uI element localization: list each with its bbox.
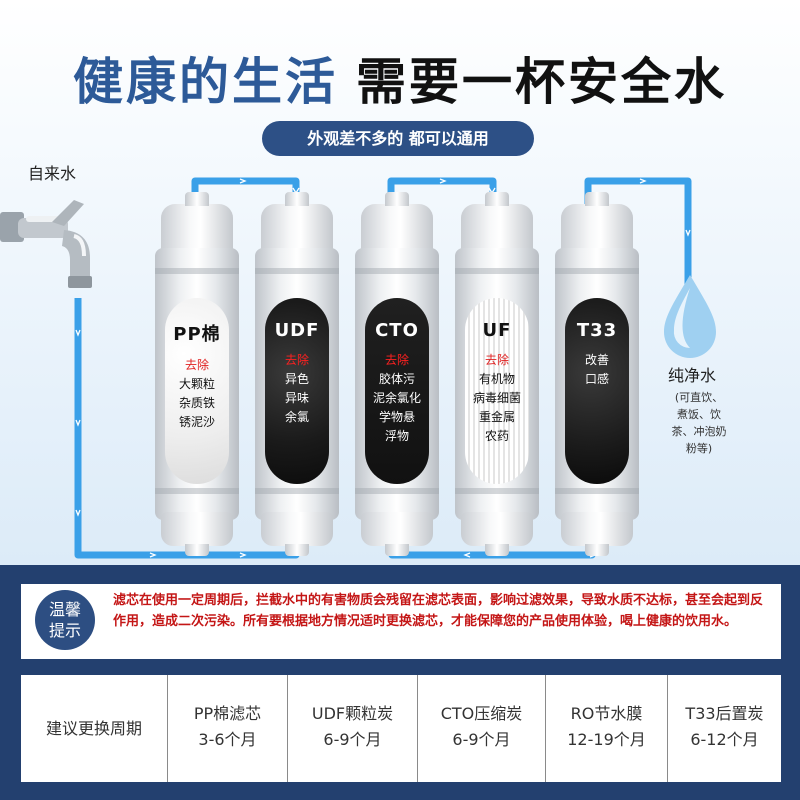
filter-pp: PP棉 去除 大颗粒 杂质铁 锈泥沙: [155, 192, 239, 556]
product-banner: 健康的生活需要一杯安全水 外观差不多的 都可以通用: [0, 0, 800, 565]
filter-name: UF: [482, 320, 512, 341]
filter-name: CTO: [375, 320, 419, 341]
tap-water-label: 自来水: [28, 164, 77, 183]
schedule-cell: UDF颗粒炭 6-9个月: [287, 675, 417, 782]
filter-pp-media: PP棉 去除 大颗粒 杂质铁 锈泥沙: [165, 298, 229, 484]
headline-part2: 需要一杯安全水: [356, 53, 727, 111]
filter-removes: 去除: [484, 353, 509, 367]
notice-badge: 温馨 提示: [35, 590, 95, 650]
filter-item: 口感: [584, 372, 609, 386]
schedule-cell: RO节水膜 12-19个月: [545, 675, 667, 782]
filter-udf-media: UDF 去除 异色 异味 余氯: [265, 298, 329, 484]
notice-badge-line2: 提示: [48, 621, 81, 640]
filter-item: 大颗粒: [178, 377, 215, 391]
headline: 健康的生活需要一杯安全水: [0, 42, 800, 114]
filter-t33: T33 改善 口感: [555, 192, 639, 556]
filter-item: 杂质铁: [178, 396, 215, 410]
filter-uf: UF 去除 有机物 病毒细菌 重金属 农药: [455, 192, 539, 556]
filter-item: 胶体污: [378, 372, 415, 386]
filter-removes: 去除: [284, 353, 309, 367]
notice-text: 滤芯在使用一定周期后，拦截水中的有害物质会残留在滤芯表面，影响过滤效果，导致水质…: [113, 593, 764, 629]
filter-item: 病毒细菌: [472, 391, 521, 405]
schedule-filter-name: RO节水膜: [570, 704, 643, 723]
headline-part1: 健康的生活: [73, 53, 338, 111]
filter-udf: UDF 去除 异色 异味 余氯: [255, 192, 339, 556]
filter-name: UDF: [274, 320, 320, 341]
filter-item: 学物悬: [378, 410, 415, 424]
filter-item: 浮物: [384, 429, 409, 443]
schedule-period: 6-12个月: [690, 730, 759, 749]
schedule-filter-name: PP棉滤芯: [193, 704, 262, 723]
filter-t33-media: T33 改善 口感: [565, 298, 629, 484]
filter-item: 重金属: [478, 410, 515, 424]
filter-item: 泥余氯化: [372, 391, 421, 405]
pure-water-label: 纯净水: [668, 366, 717, 385]
replacement-schedule: 建议更换周期 PP棉滤芯 3-6个月 UDF颗粒炭 6-9个月 CTO压缩炭 6…: [21, 675, 781, 782]
water-drop-icon: [664, 275, 716, 358]
schedule-cell: T33后置炭 6-12个月: [667, 675, 781, 782]
schedule-period: 12-19个月: [567, 730, 646, 749]
filter-item: 异味: [284, 391, 309, 405]
filter-item: 锈泥沙: [178, 415, 215, 429]
notice-box: 温馨 提示 滤芯在使用一定周期后，拦截水中的有害物质会残留在滤芯表面，影响过滤效…: [21, 584, 781, 659]
schedule-period: 6-9个月: [323, 730, 382, 749]
schedule-filter-name: T33后置炭: [685, 704, 764, 723]
filter-removes: 去除: [384, 353, 409, 367]
pure-water-uses: (可直饮、煮饭、饮茶、冲泡奶粉等): [671, 391, 727, 455]
faucet-icon: [0, 200, 92, 288]
filter-cto-media: CTO 去除 胶体污 泥余氯化 学物悬 浮物: [365, 298, 429, 484]
schedule-cell: PP棉滤芯 3-6个月: [167, 675, 287, 782]
filter-name: PP棉: [173, 324, 221, 345]
filter-item: 有机物: [478, 372, 515, 386]
filter-cto: CTO 去除 胶体污 泥余氯化 学物悬 浮物: [355, 192, 439, 556]
info-panel: 温馨 提示 滤芯在使用一定周期后，拦截水中的有害物质会残留在滤芯表面，影响过滤效…: [0, 565, 800, 800]
filter-item: 异色: [284, 372, 309, 386]
filter-item: 余氯: [284, 410, 309, 424]
schedule-period: 6-9个月: [452, 730, 511, 749]
notice-badge-line1: 温馨: [48, 600, 81, 619]
filter-item: 农药: [484, 429, 509, 443]
filter-name: T33: [576, 320, 618, 341]
schedule-cell: CTO压缩炭 6-9个月: [417, 675, 545, 782]
filter-uf-media: UF 去除 有机物 病毒细菌 重金属 农药: [465, 298, 529, 484]
schedule-label: 建议更换周期: [45, 719, 142, 738]
filter-removes: 去除: [184, 358, 209, 372]
subtitle-pill: 外观差不多的 都可以通用: [262, 121, 534, 156]
schedule-filter-name: CTO压缩炭: [440, 704, 523, 723]
schedule-filter-name: UDF颗粒炭: [311, 704, 394, 723]
filter-item: 改善: [584, 353, 609, 367]
schedule-period: 3-6个月: [198, 730, 257, 749]
